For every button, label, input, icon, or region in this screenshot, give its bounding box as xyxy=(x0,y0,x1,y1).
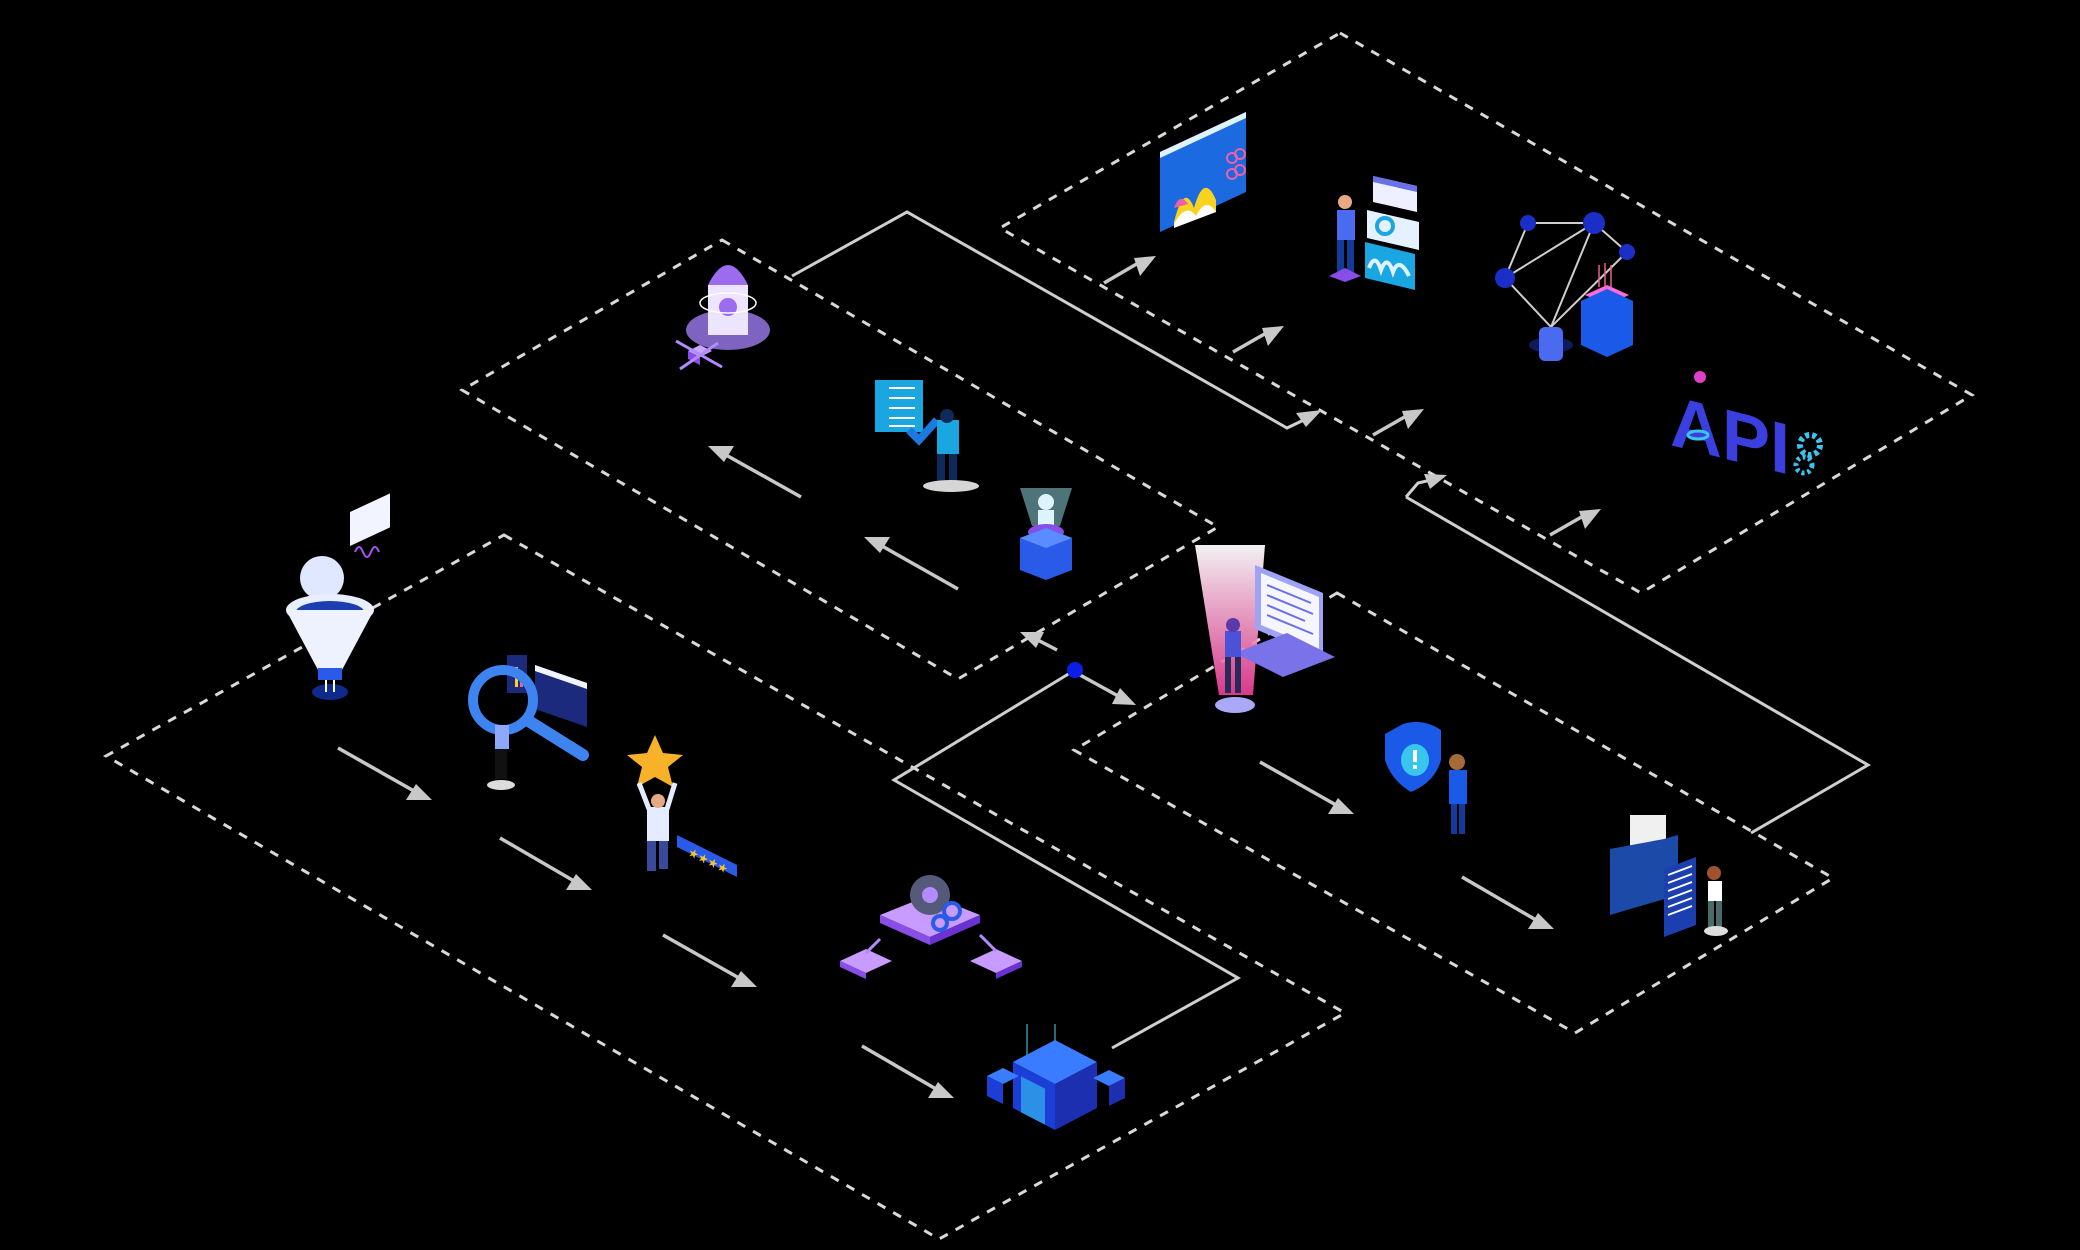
analytics-dashboard-icon xyxy=(1160,112,1246,232)
api-gears-icon: API xyxy=(1670,371,1823,491)
magnifier-analysis-icon xyxy=(468,655,589,790)
security-shield-icon xyxy=(1385,722,1467,834)
flow-arrows-integration xyxy=(1103,256,1601,537)
flow-arrows-monitoring xyxy=(1259,760,1554,929)
network-database-icon xyxy=(1495,212,1635,361)
connector-integration-to-monitoring xyxy=(1405,495,1871,835)
flow-arrows-deployment xyxy=(708,446,959,591)
arrowhead-into-integration-2 xyxy=(1424,474,1447,489)
zone-monitoring-border xyxy=(1071,591,1836,1035)
rocket-launch-icon xyxy=(675,265,770,371)
rating-star-icon: ★★★★ xyxy=(627,735,737,877)
checklist-review-icon xyxy=(875,380,979,492)
arrowhead-to-deployment xyxy=(1020,632,1044,648)
arrow-to-monitoring xyxy=(1079,673,1121,699)
connector-ingestion-loop xyxy=(891,668,1242,1050)
zone-integration-border xyxy=(996,31,1975,595)
arrowhead-into-integration-1 xyxy=(1296,410,1322,427)
document-folder-icon xyxy=(1610,815,1728,937)
connector-deploy-to-integration xyxy=(791,210,1311,430)
arrowhead-to-monitoring xyxy=(1112,688,1136,705)
data-funnel-icon xyxy=(286,493,390,700)
junction-dot[interactable] xyxy=(1067,662,1083,678)
zone-ingestion-border xyxy=(102,533,1349,1241)
data-charts-person-icon xyxy=(1329,176,1419,290)
svg-text:★★★★: ★★★★ xyxy=(686,845,731,876)
gear-processor-icon xyxy=(840,875,1022,979)
zone-deployment-border xyxy=(459,238,1221,681)
flow-arrows-ingestion xyxy=(337,746,954,1098)
cube-server-icon xyxy=(987,1024,1125,1130)
developer-computer-icon xyxy=(1195,545,1335,713)
ai-robot-hologram-icon xyxy=(1020,488,1072,580)
